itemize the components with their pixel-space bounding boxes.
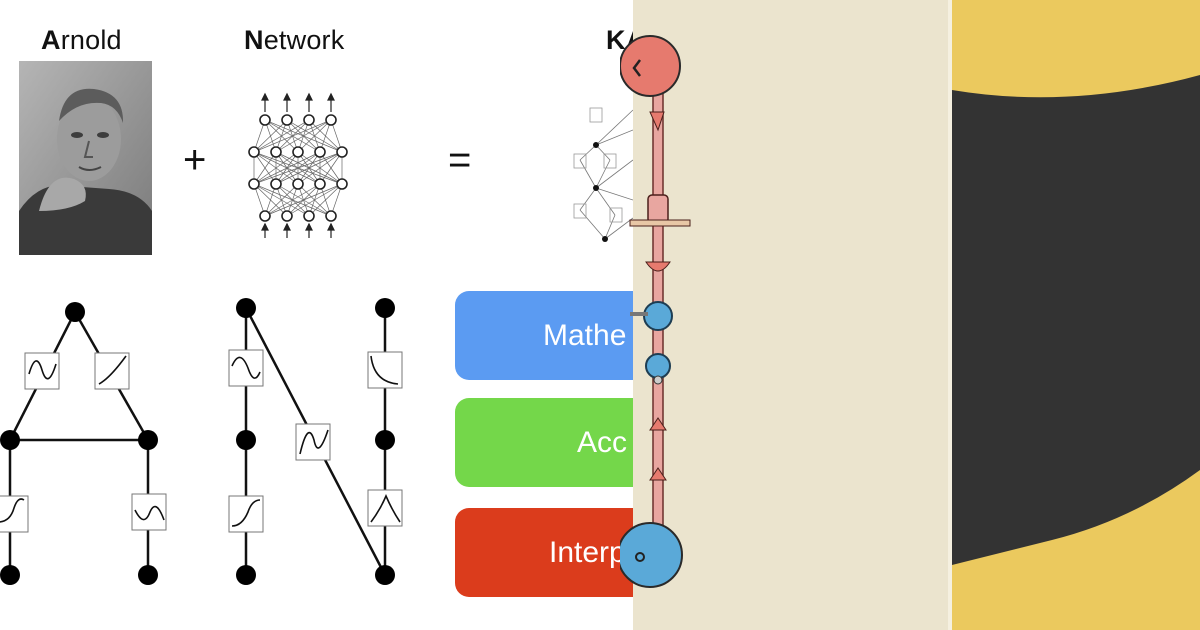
nn-node xyxy=(303,210,315,222)
nn-node xyxy=(292,178,304,190)
capsule-pipe-illustration xyxy=(620,35,691,588)
kan-letters-diagram xyxy=(0,298,403,585)
nn-connection xyxy=(308,183,343,217)
nn-arrowhead xyxy=(327,222,335,231)
nn-node xyxy=(248,178,260,190)
nn-connection xyxy=(253,151,343,185)
panel-separator xyxy=(948,0,952,630)
nn-node xyxy=(270,178,282,190)
nn-node xyxy=(281,114,293,126)
equals-operator: = xyxy=(448,138,472,182)
yellow-dark-panel xyxy=(952,0,1200,630)
nn-connection xyxy=(264,183,299,217)
nn-connection xyxy=(253,119,310,153)
dark-wave-shape xyxy=(952,75,1200,565)
nn-node xyxy=(325,114,337,126)
nn-connection xyxy=(275,119,332,153)
beige-illustration-panel xyxy=(633,0,948,630)
kan-network-icon xyxy=(573,107,633,242)
nn-connection xyxy=(319,151,343,185)
nn-connection xyxy=(264,183,343,217)
nn-node xyxy=(292,146,304,158)
nn-node xyxy=(303,114,315,126)
nn-node xyxy=(281,210,293,222)
nn-connection xyxy=(253,119,288,153)
heading-arnold: Arnold xyxy=(41,25,122,55)
nn-connection xyxy=(297,119,332,153)
nn-connection xyxy=(286,183,343,217)
nn-arrowhead xyxy=(283,222,291,231)
nn-connection xyxy=(275,151,343,185)
nn-node xyxy=(248,146,260,158)
nn-node xyxy=(259,114,271,126)
nn-arrowhead xyxy=(305,92,313,101)
nn-node xyxy=(259,210,271,222)
nn-connection xyxy=(253,151,321,185)
nn-arrowhead xyxy=(283,92,291,101)
nn-connection xyxy=(253,119,332,153)
arnold-portrait-photo xyxy=(19,61,152,255)
nn-node xyxy=(325,210,337,222)
nn-arrowhead xyxy=(261,92,269,101)
nn-node xyxy=(336,178,348,190)
nn-node xyxy=(270,146,282,158)
nn-arrowhead xyxy=(327,92,335,101)
nn-connection xyxy=(253,151,299,185)
neural-network-icon xyxy=(248,92,348,238)
nn-node xyxy=(314,146,326,158)
plus-operator: + xyxy=(183,138,207,182)
nn-connection xyxy=(253,151,277,185)
nn-arrowhead xyxy=(305,222,313,231)
nn-connection xyxy=(264,183,321,217)
nn-node xyxy=(314,178,326,190)
nn-arrowhead xyxy=(261,222,269,231)
heading-network: Network xyxy=(244,25,345,55)
nn-node xyxy=(336,146,348,158)
nn-connection xyxy=(297,151,343,185)
portrait-photo-icon xyxy=(19,61,152,255)
